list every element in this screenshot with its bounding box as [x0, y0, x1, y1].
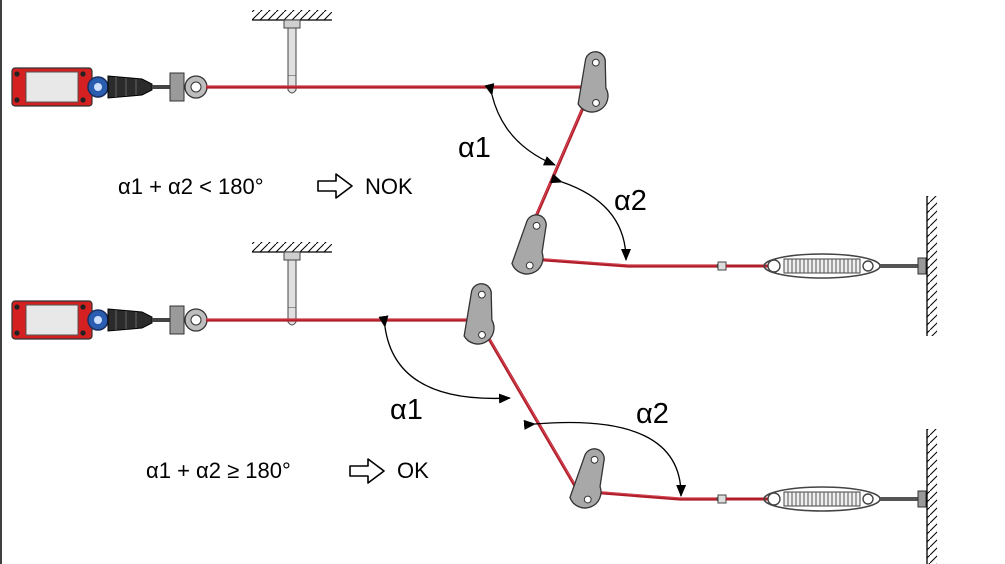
- result-text: OK: [397, 458, 429, 483]
- tension-spring-icon: [715, 194, 939, 338]
- diagram-ok: α1 α2 α1 + α2 ≥ 180° OK: [10, 241, 939, 564]
- angle-arc-alpha1: [484, 83, 556, 166]
- rope-pull-switch-icon: [10, 299, 209, 341]
- deflection-pulley-icon: [444, 279, 513, 351]
- implies-arrow-icon: [349, 458, 385, 484]
- deflection-pulley-icon: [558, 47, 627, 119]
- result-text: NOK: [365, 174, 413, 199]
- rope-support-bracket-icon: [251, 241, 333, 326]
- diagram-nok: α1 α2 α1 + α2 < 180° NOK: [10, 9, 939, 338]
- deflection-pulley-icon: [498, 211, 562, 280]
- condition-text: α1 + α2 ≥ 180°: [146, 458, 291, 483]
- angle-arc-alpha1: [378, 315, 511, 404]
- implies-arrow-icon: [317, 173, 353, 199]
- rope-support-bracket-icon: [251, 9, 333, 94]
- pull-rope: [206, 85, 722, 268]
- deflection-pulley-icon: [556, 445, 620, 514]
- rope-pull-switch-icon: [10, 66, 209, 108]
- alpha2-label: α2: [614, 185, 647, 217]
- alpha2-label: α2: [636, 398, 669, 430]
- condition-text: α1 + α2 < 180°: [118, 174, 264, 199]
- tension-spring-icon: [715, 427, 939, 564]
- alpha1-label: α1: [390, 394, 423, 426]
- alpha1-label: α1: [458, 132, 491, 164]
- angle-arc-alpha2: [549, 173, 631, 261]
- angle-arc-alpha2: [523, 419, 687, 497]
